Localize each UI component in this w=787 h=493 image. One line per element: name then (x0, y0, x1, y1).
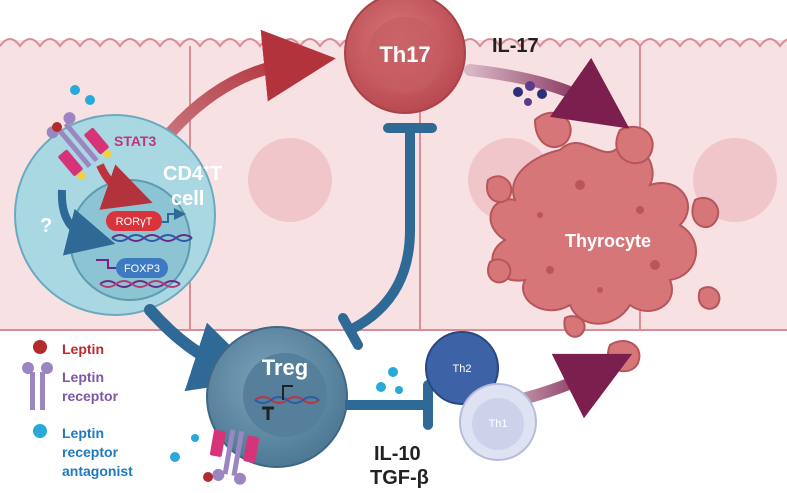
treg-label: Treg (262, 355, 308, 380)
antagonist-molecule (85, 95, 95, 105)
receptor-head (233, 472, 246, 485)
question-arrow (57, 189, 116, 256)
ror-arrow (162, 208, 186, 223)
legend-antagonist-line1: Leptin (62, 425, 104, 441)
phospho (77, 171, 86, 180)
receptor-stem (222, 429, 236, 475)
antagonist-molecule (170, 452, 180, 462)
legend-receptor-icon (22, 362, 53, 410)
receptor-head (212, 468, 225, 481)
antagonist-molecule (70, 85, 80, 95)
th2-cell: Th2 (425, 331, 499, 405)
stat3-label: STAT3 (114, 133, 156, 149)
legend-receptor-line1: Leptin (62, 369, 104, 385)
jak-block (243, 435, 260, 463)
legend-antagonist-line3: antagonist (62, 463, 133, 479)
thyrocyte-fragment (485, 175, 513, 204)
treg-transcription-arrow (282, 385, 293, 400)
dna-strand (254, 396, 320, 404)
th1-cell: Th1 (459, 383, 537, 461)
legend-leptin-label: Leptin (62, 341, 104, 357)
ror-gamma-t-label: RORγT (116, 216, 153, 228)
receptor-stem (63, 122, 99, 163)
jak-block (209, 429, 226, 457)
vesicle (546, 266, 554, 274)
dna-strand (111, 234, 193, 242)
legend-leptin-icon (33, 340, 47, 354)
foxp3-arrow (96, 259, 116, 269)
foxp3-pill (116, 258, 168, 278)
il17-molecule (537, 89, 547, 99)
vesicle (575, 180, 585, 190)
il17-molecule (525, 81, 535, 91)
legend: Leptin Leptin receptor Leptin receptor a… (22, 340, 133, 479)
treg-leptin-receptor (209, 429, 260, 485)
th2-label: Th2 (453, 363, 472, 375)
vesicle (636, 206, 644, 214)
th17-cell: Th17 (344, 0, 466, 114)
treg-cell: Treg (170, 326, 348, 485)
cd4-label-line1: CD4+T (163, 161, 222, 185)
th1-nucleus (472, 398, 524, 450)
thyrocyte-fragment (563, 315, 586, 338)
cd4-t-cell: CD4+T cell STAT3 ? RORγT FOXP3 (14, 85, 222, 316)
ror-gamma-t-pill (106, 211, 162, 231)
inhibition-path (347, 132, 415, 335)
th17-label: Th17 (379, 42, 430, 67)
antagonist-molecule (191, 434, 199, 442)
thyrocyte-body (489, 142, 697, 325)
leptin-molecule (203, 472, 213, 482)
il10-molecule (395, 386, 403, 394)
th17-nucleus (367, 17, 443, 93)
epithelial-nucleus (248, 138, 332, 222)
receptor-stem (56, 127, 92, 168)
cd4-label-line2: cell (171, 188, 204, 210)
legend-antagonist-icon (33, 424, 47, 438)
th2-body (425, 331, 499, 405)
question-label: ? (40, 215, 52, 237)
il17-label: IL-17 (492, 35, 539, 57)
foxp3-label: FOXP3 (124, 263, 160, 275)
thyrocyte-label: Thyrocyte (565, 231, 651, 251)
treg-nucleus (243, 353, 327, 437)
legend-antagonist-line2: receptor (62, 444, 119, 460)
receptor-stem (231, 430, 245, 477)
receptor-head (63, 112, 76, 125)
vesicle (650, 260, 660, 270)
phospho (103, 150, 112, 159)
dna-strand (111, 234, 193, 242)
dna-strand (99, 280, 181, 288)
legend-receptor-line2: receptor (62, 388, 119, 404)
vesicle (537, 212, 543, 218)
il10-label: IL-10 (374, 443, 421, 465)
tgfb-label: TGF-β (370, 467, 429, 489)
thyrocyte-fragment (607, 340, 641, 373)
vesicle (597, 287, 603, 293)
leptin-molecule (52, 122, 62, 132)
il17-molecule (513, 87, 523, 97)
thyrocyte-fragment (697, 286, 721, 310)
cd4-to-th17-arrow (154, 29, 336, 151)
jak-block (84, 128, 109, 155)
jak-block (58, 149, 83, 176)
il10-molecule (376, 382, 386, 392)
thyrocyte-fragment (691, 197, 720, 228)
il17-molecule (524, 98, 532, 106)
treg-inhibition-bar (338, 313, 363, 350)
thyrocyte-fragment (487, 258, 512, 284)
th1-label: Th1 (489, 418, 508, 430)
dna-strand (99, 280, 181, 288)
thyrocyte-fragment (615, 125, 654, 165)
il10-molecule (388, 367, 398, 377)
stat3-arrow (96, 163, 153, 210)
il17-arrow (464, 57, 630, 129)
